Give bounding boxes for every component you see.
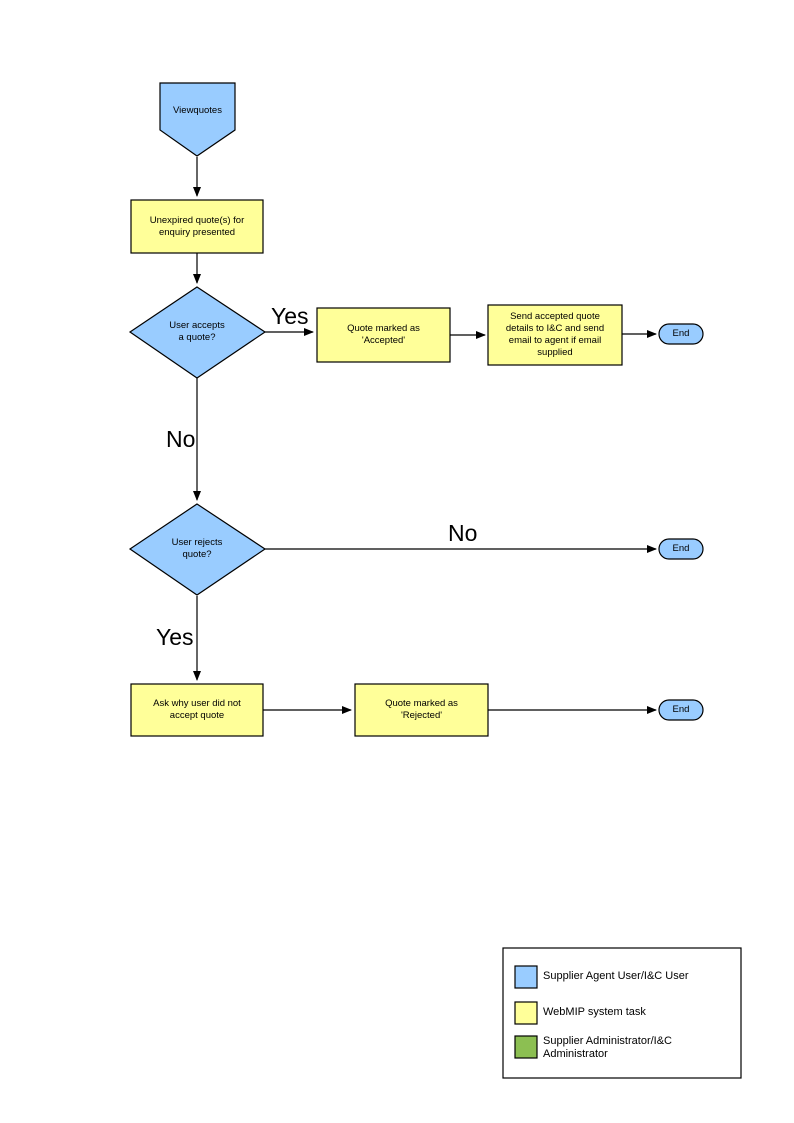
node-ask-why[interactable] <box>130 683 264 737</box>
branch-label-no-accepts: No <box>166 426 196 452</box>
node-decision-user-rejects[interactable] <box>128 503 267 596</box>
node-end-1[interactable] <box>658 323 704 345</box>
node-end-2-label: End <box>672 543 690 554</box>
legend-swatch-admin <box>514 1035 538 1059</box>
legend-label-admin: Supplier Administrator/I&C Administrator <box>543 1035 672 1060</box>
legend-box <box>502 947 742 1079</box>
node-unexpired-quotes[interactable] <box>130 199 264 254</box>
node-decision-user-accepts[interactable] <box>128 286 267 379</box>
node-quote-rejected[interactable] <box>354 683 489 737</box>
branch-label-yes-accepts: Yes <box>271 303 309 329</box>
node-end-2[interactable] <box>658 538 704 560</box>
legend-swatch-system <box>514 1001 538 1025</box>
node-end-3-label: End <box>672 704 690 715</box>
branch-label-no-rejects: No <box>448 520 478 546</box>
legend-swatch-actor <box>514 965 538 989</box>
node-quote-accepted[interactable] <box>316 307 451 363</box>
legend-label-actor: Supplier Agent User/I&C User <box>543 970 689 982</box>
node-end-1-label: End <box>672 328 690 339</box>
branch-label-yes-rejects: Yes <box>156 624 194 650</box>
connectors <box>193 157 657 714</box>
node-end-3[interactable] <box>658 699 704 721</box>
node-start-viewquotes[interactable] <box>159 82 236 157</box>
node-send-accepted-details[interactable] <box>487 304 623 366</box>
legend-label-system: WebMIP system task <box>543 1006 646 1018</box>
